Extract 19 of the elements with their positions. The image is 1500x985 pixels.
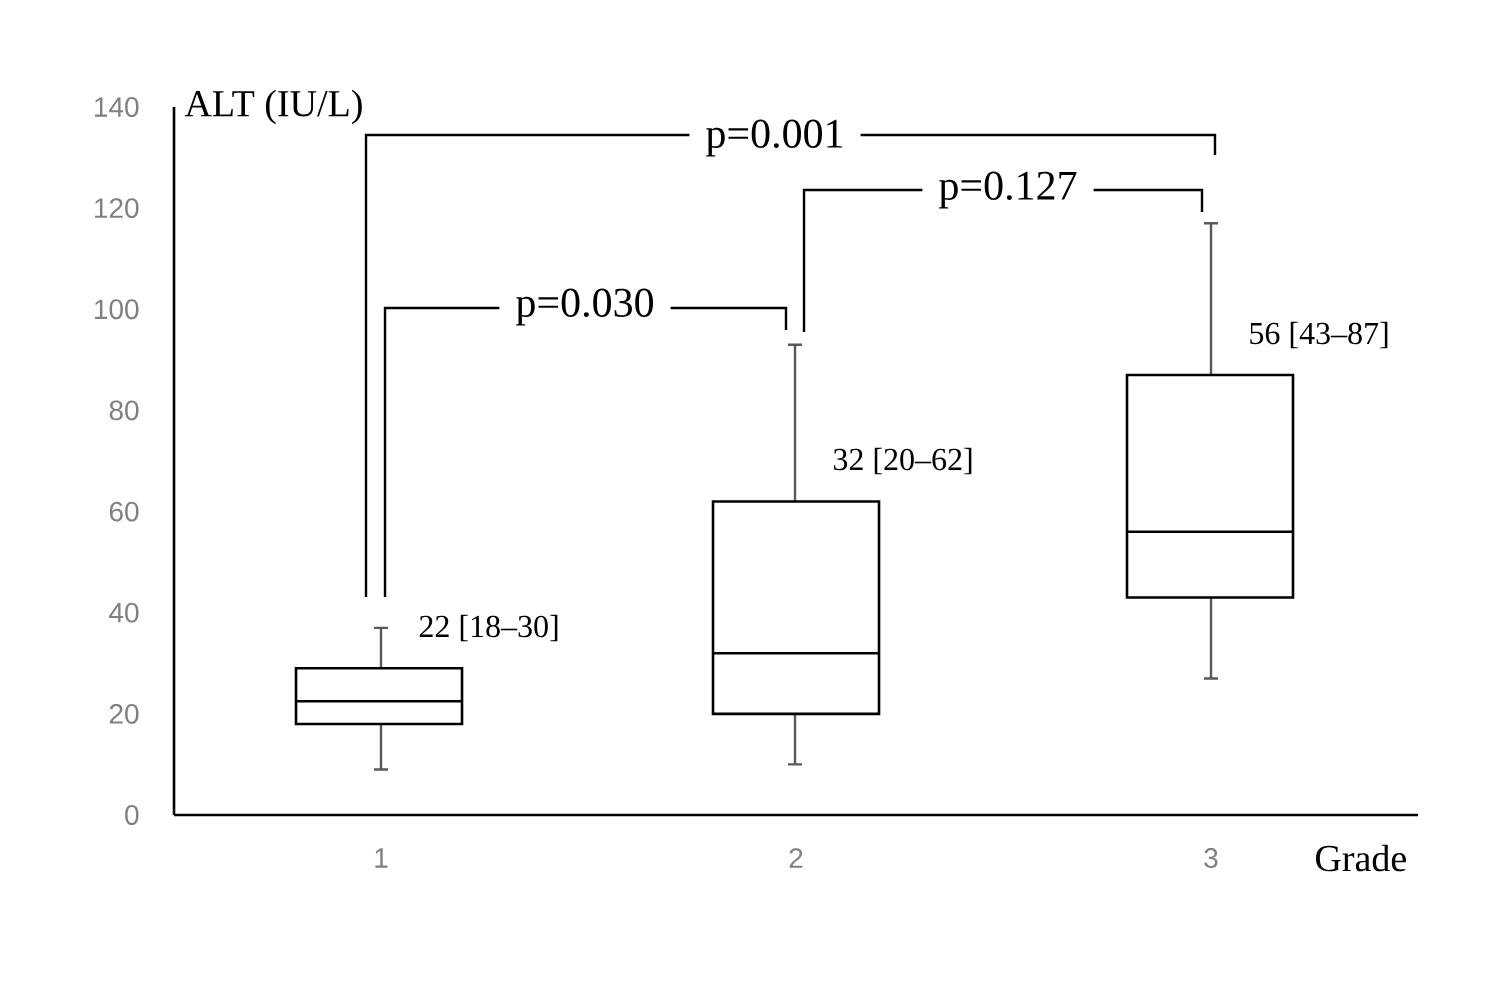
median-iqr-label: 56 [43–87] [1250,321,1388,349]
axis-label: ALT (IU/L) [184,89,362,125]
axis-label: Grade [1315,844,1406,872]
p-value-label: p=0.001 [689,117,861,159]
tick-label: 1 [375,848,388,868]
tick-label: 0 [125,805,139,825]
tick-label: 2 [789,848,803,868]
tick-label: 100 [95,299,139,320]
tick-label: 60 [109,501,139,522]
tick-label: 20 [109,703,139,724]
tick-label: 40 [109,602,139,623]
tick-label: 120 [95,198,139,218]
tick-label: 3 [1204,848,1218,868]
tick-label: 80 [109,400,139,421]
median-iqr-label: 22 [18–30] [419,614,558,642]
p-value-label: p=0.030 [499,286,671,328]
tick-label: 140 [95,97,139,117]
p-value-label: p=0.127 [922,169,1094,211]
median-iqr-label: 32 [20–62] [833,447,972,475]
